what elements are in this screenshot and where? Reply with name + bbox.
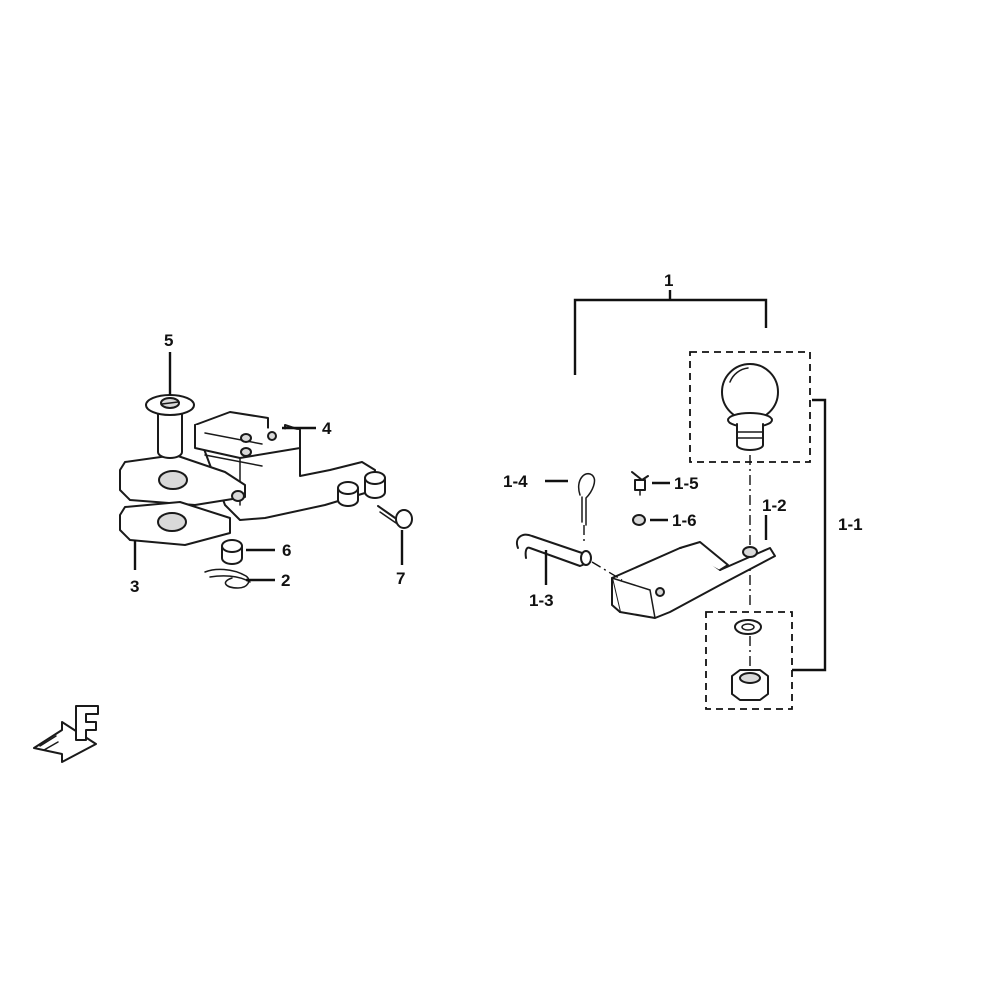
ball-mount-assembly (516, 290, 827, 710)
callout-7: 7 (396, 569, 405, 588)
callout-1-4: 1-4 (503, 472, 528, 491)
lock-washer (734, 619, 762, 635)
callout-1-1: 1-1 (838, 515, 863, 534)
ball-mount-bar (611, 541, 776, 619)
callout-1-5: 1-5 (674, 474, 699, 493)
callout-1-2: 1-2 (762, 496, 787, 515)
collar-part-6 (221, 539, 243, 565)
bolt-part-7 (377, 505, 413, 529)
callout-3: 3 (130, 577, 139, 596)
pin-centerline (591, 561, 623, 581)
callout-4: 4 (322, 419, 332, 438)
callout-2: 2 (281, 571, 290, 590)
hitch-pin-part-5 (145, 394, 195, 459)
callout-1-3: 1-3 (529, 591, 554, 610)
leader-lines (133, 352, 768, 585)
r-clip-part-2 (204, 568, 251, 589)
callout-1: 1 (664, 271, 673, 290)
lower-plate-part-3 (119, 501, 231, 546)
group-1-1-bracket (792, 398, 827, 672)
callout-5: 5 (164, 331, 173, 350)
hitch-ball (721, 363, 779, 451)
small-washer (632, 514, 646, 526)
callout-6: 6 (282, 541, 291, 560)
lynch-pin (578, 473, 596, 526)
pull-pin (516, 533, 592, 567)
grease-fitting (631, 471, 649, 496)
group-1-bracket (573, 298, 768, 375)
callout-1-6: 1-6 (672, 511, 697, 530)
hitch-bracket-assembly (119, 394, 413, 589)
front-arrow-icon (33, 705, 99, 763)
upper-plate (119, 454, 246, 506)
nut-frame (705, 611, 793, 710)
hex-nut (731, 669, 769, 701)
